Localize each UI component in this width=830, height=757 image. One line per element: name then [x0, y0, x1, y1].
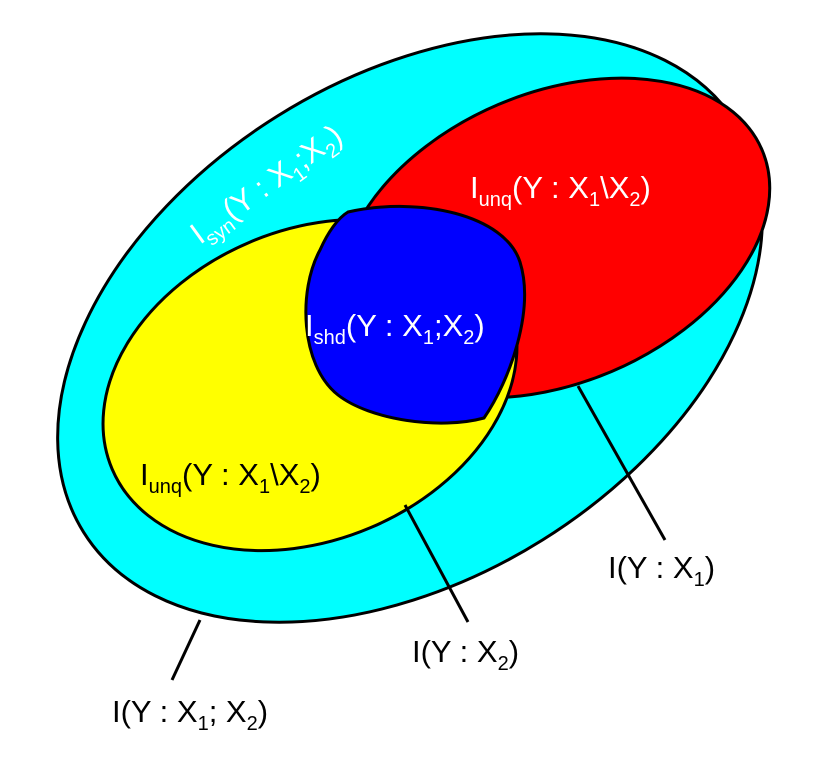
- leader-line-x1: [576, 385, 667, 541]
- label-mi-x1: I(Y : X1): [608, 550, 715, 591]
- leader-line-x2: [403, 504, 470, 623]
- label-mi-joint: I(Y : X1; X2): [112, 694, 268, 735]
- label-unique-x2: Iunq(Y : X1\X2): [140, 457, 321, 498]
- blue-shared-region: [304, 205, 527, 425]
- label-mi-x2: I(Y : X2): [412, 634, 519, 675]
- leader-line-joint: [170, 619, 202, 681]
- label-unique-x1: Iunq(Y : X1\X2): [470, 170, 651, 211]
- label-shared: Ishd(Y : X1;X2): [305, 308, 485, 349]
